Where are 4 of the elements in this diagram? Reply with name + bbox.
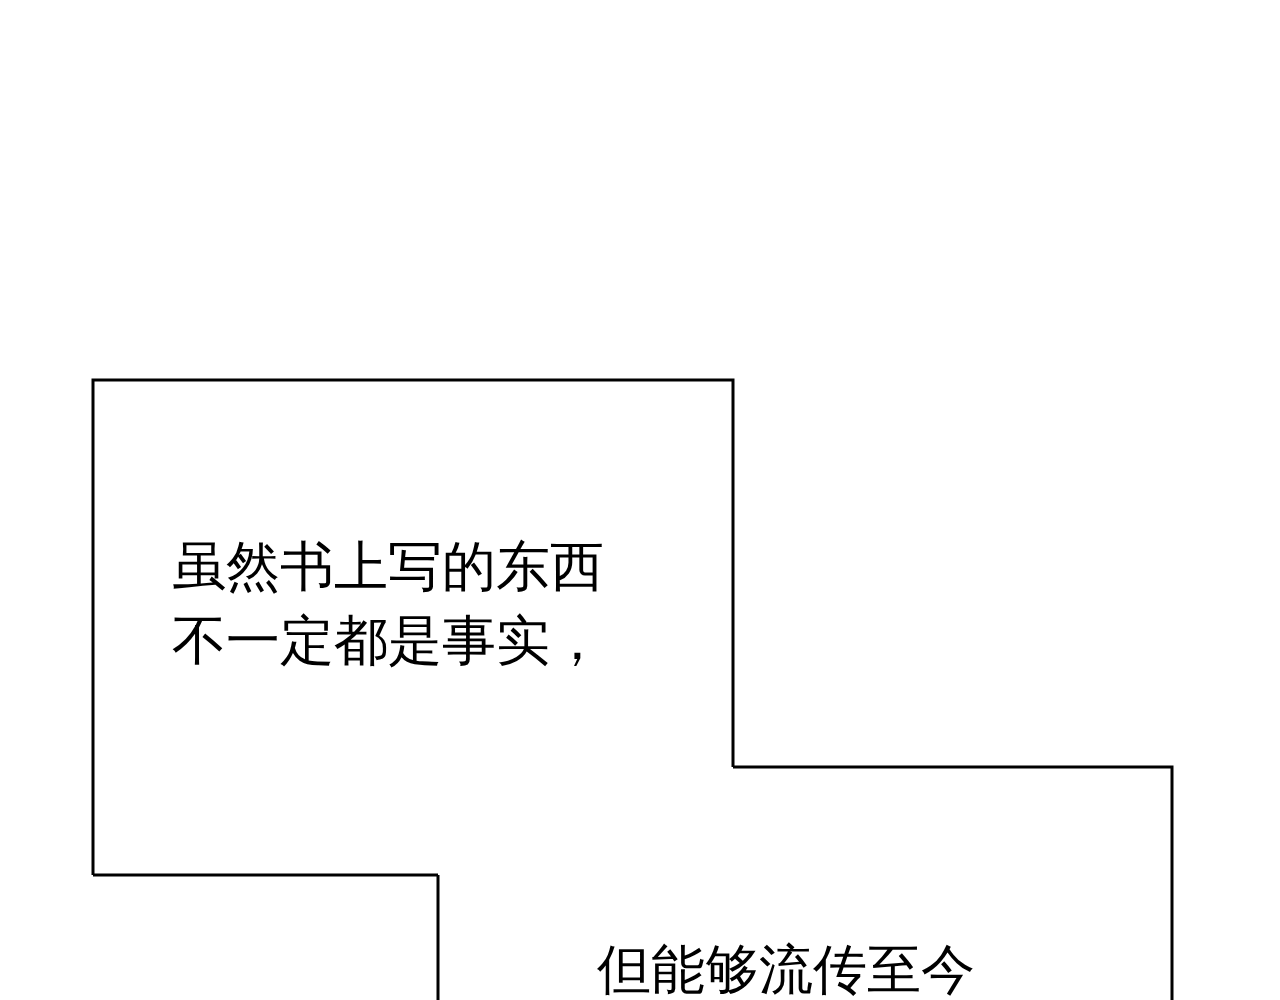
narration-box	[93, 380, 733, 875]
narration-text: 虽然书上写的东西不一定都是事实，	[172, 534, 605, 674]
narration-box	[438, 767, 1172, 1000]
narration-text: 但能够流传至今	[597, 937, 976, 1000]
